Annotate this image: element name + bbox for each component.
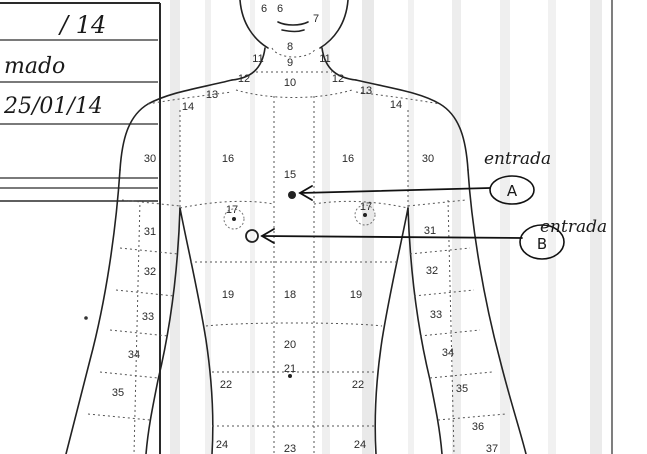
zone-label: 35 xyxy=(456,383,468,395)
zone-label: 13 xyxy=(206,89,218,101)
annotation-b-letter: B xyxy=(537,235,547,253)
marker-a-dot xyxy=(288,191,296,199)
zone-label: 24 xyxy=(216,439,228,451)
annotation-a-note: entrada xyxy=(484,149,551,169)
zone-label: 31 xyxy=(424,225,436,237)
zone-label: 31 xyxy=(144,226,156,238)
zone-label: 8 xyxy=(287,41,293,53)
annotation-arrows xyxy=(262,186,522,243)
zone-label: 6 xyxy=(261,3,267,15)
zone-label: 34 xyxy=(442,347,454,359)
zone-label: 30 xyxy=(144,153,156,165)
annotation-a-letter: A xyxy=(507,182,518,200)
zone-label: 6 xyxy=(277,3,283,15)
zone-label: 12 xyxy=(238,73,250,85)
zone-label: 20 xyxy=(284,339,296,351)
zone-label: 22 xyxy=(352,379,364,391)
zone-label: 17 xyxy=(360,201,372,213)
zone-label: 12 xyxy=(332,73,344,85)
zone-label: 16 xyxy=(222,153,234,165)
zone-label: 19 xyxy=(222,289,234,301)
zone-label: 22 xyxy=(220,379,232,391)
form-field-3: 25/01/14 xyxy=(3,94,103,119)
form-field-2: mado xyxy=(4,54,65,79)
form-field-1: / 14 xyxy=(58,11,106,39)
zone-label: 9 xyxy=(287,57,293,69)
annotation-b-note: entrada xyxy=(540,217,607,237)
zone-label: 14 xyxy=(182,101,194,113)
chest-markers xyxy=(224,191,375,378)
zone-label: 30 xyxy=(422,153,434,165)
zone-label: 32 xyxy=(426,265,438,277)
scan-streaks xyxy=(170,0,602,454)
zone-label: 32 xyxy=(144,266,156,278)
zone-label: 10 xyxy=(284,77,296,89)
zone-label: 33 xyxy=(142,311,154,323)
zone-label: 34 xyxy=(128,349,140,361)
zone-numbers: 6 6 7 8 11 9 11 12 10 12 13 13 14 14 16 … xyxy=(112,3,498,454)
zone-label: 33 xyxy=(430,309,442,321)
zone-label: 21 xyxy=(284,363,296,375)
zone-label: 14 xyxy=(390,99,402,111)
stray-mark xyxy=(84,316,88,320)
zone-label: 36 xyxy=(472,421,484,433)
zone-label: 11 xyxy=(319,53,330,65)
zone-label: 23 xyxy=(284,443,296,454)
form-box xyxy=(0,0,612,454)
zone-label: 17 xyxy=(226,204,238,216)
zone-label: 15 xyxy=(284,169,296,181)
zone-label: 37 xyxy=(486,443,498,454)
zone-label: 7 xyxy=(313,13,319,25)
annotation-a: A entrada xyxy=(484,149,551,204)
zone-label: 19 xyxy=(350,289,362,301)
zone-divisions xyxy=(88,48,506,454)
zone-label: 35 xyxy=(112,387,124,399)
zone-label: 24 xyxy=(354,439,366,451)
zone-label: 16 xyxy=(342,153,354,165)
zone-label: 18 xyxy=(284,289,296,301)
zone-label: 11 xyxy=(252,53,263,65)
zone-label: 13 xyxy=(360,85,372,97)
